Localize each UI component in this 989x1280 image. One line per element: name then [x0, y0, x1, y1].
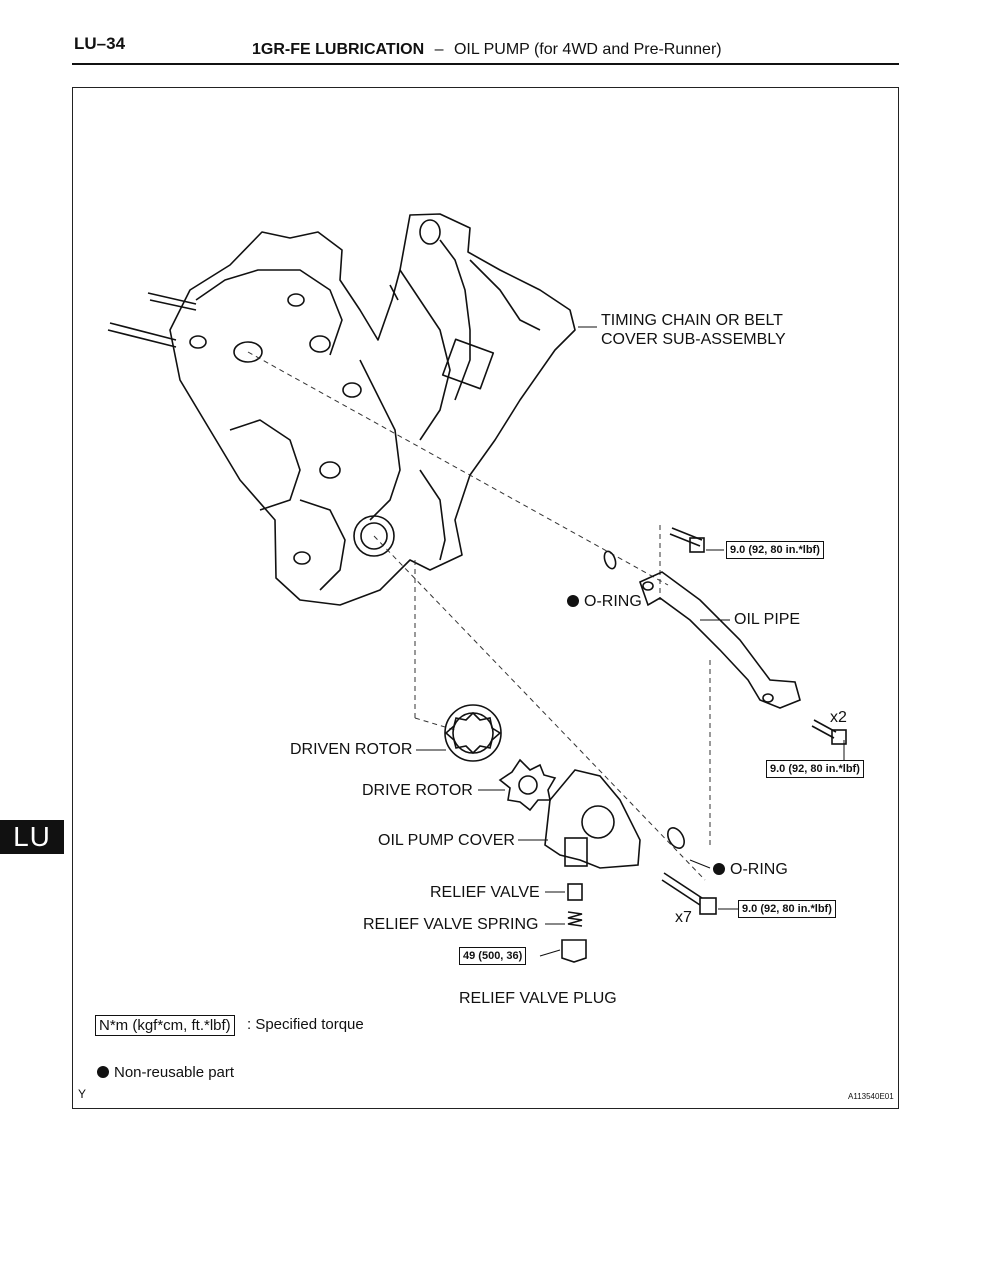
small-parts-illustration [444, 527, 847, 963]
title-separator: – [434, 41, 444, 58]
header-rule [72, 63, 899, 65]
non-reusable-dot-icon [713, 863, 725, 875]
label-o-ring-2: O-RING [713, 860, 788, 880]
label-driven-rotor: DRIVEN ROTOR [290, 741, 413, 758]
non-reusable-dot-icon [567, 595, 579, 607]
page-number: LU–34 [74, 34, 126, 53]
label-leaders [416, 326, 845, 957]
label-x7: x7 [675, 909, 692, 926]
corner-mark: Y [78, 1087, 87, 1101]
torque-spec-pipe-top: 9.0 (92, 80 in.*lbf) [726, 541, 824, 559]
label-drive-rotor: DRIVE ROTOR [362, 782, 473, 799]
label-oil-pipe: OIL PIPE [734, 611, 801, 628]
legend-non-reusable: Non-reusable part [97, 1064, 234, 1081]
torque-spec-plug: 49 (500, 36) [459, 947, 527, 965]
label-oil-pump-cover: OIL PUMP COVER [378, 832, 515, 849]
non-reusable-dot-icon [97, 1066, 109, 1078]
label-o-ring-1: O-RING [567, 592, 642, 612]
torque-spec-cover-bolts: 9.0 (92, 80 in.*lbf) [738, 900, 836, 918]
label-relief-valve-plug: RELIEF VALVE PLUG [459, 990, 617, 1007]
legend-torque-desc: : Specified torque [247, 1016, 364, 1033]
label-relief-valve: RELIEF VALVE [430, 884, 540, 901]
torque-spec-pipe-bottom: 9.0 (92, 80 in.*lbf) [766, 760, 864, 778]
legend-torque-unit: N*m (kgf*cm, ft.*lbf) [95, 1015, 235, 1036]
subsection-title: OIL PUMP (for 4WD and Pre-Runner) [453, 41, 722, 58]
label-relief-valve-spring: RELIEF VALVE SPRING [363, 916, 539, 933]
section-tab[interactable]: LU [0, 820, 64, 854]
page-title: 1GR-FE LUBRICATION – OIL PUMP (for 4WD a… [252, 41, 722, 59]
figure-frame [72, 87, 899, 1109]
label-timing-cover-line1: TIMING CHAIN OR BELT [601, 312, 783, 329]
section-title: 1GR-FE LUBRICATION [252, 41, 425, 58]
label-timing-cover-line2: COVER SUB-ASSEMBLY [601, 331, 786, 348]
figure-id: A113540E01 [848, 1092, 894, 1101]
timing-cover-illustration [107, 213, 576, 606]
label-x2: x2 [830, 709, 847, 726]
leader-dashed-lines [247, 351, 711, 881]
